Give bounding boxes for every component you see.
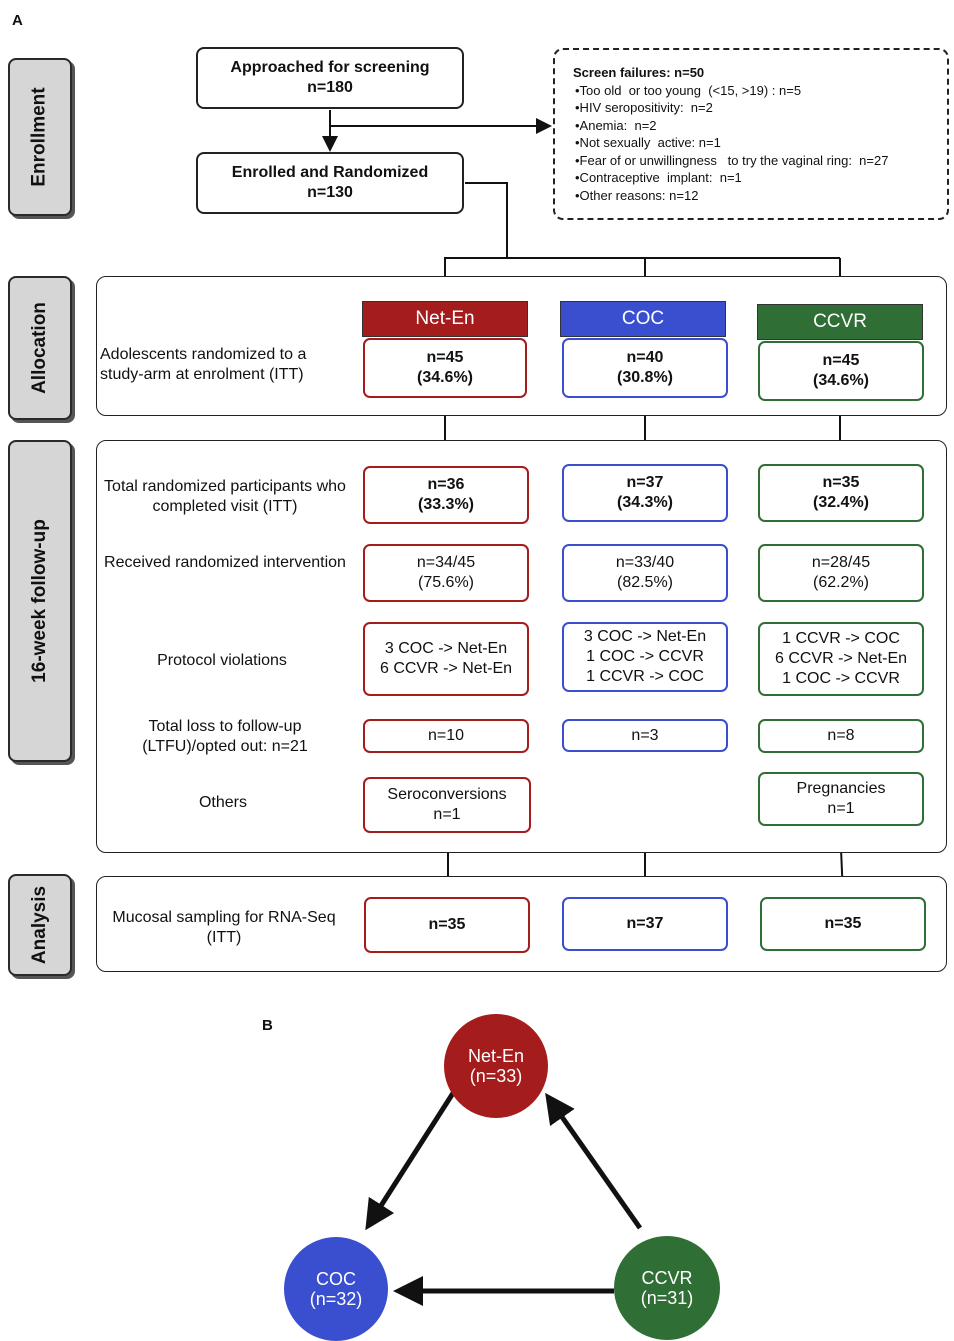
- screen-failure-item: •Other reasons: n=12: [575, 187, 699, 203]
- allocation-coc: n=40(30.8%): [562, 338, 728, 398]
- received-net-en: n=34/45(75.6%): [363, 544, 529, 602]
- arrow-ccvr-to-net-en: [545, 1092, 643, 1230]
- screen-failure-item: •Fear of or unwillingness to try the vag…: [575, 152, 889, 168]
- enrolled-box: Enrolled and Randomized n=130: [196, 152, 464, 214]
- screen-failure-item: •Not sexually active: n=1: [575, 135, 721, 150]
- row-label-others: Others: [198, 794, 247, 811]
- stage-analysis: Analysis: [8, 874, 72, 976]
- arm-header-net-en: Net-En: [362, 301, 528, 337]
- screen-failure-item: •HIV seropositivity: n=2: [575, 100, 713, 115]
- analysis-ccvr: n=35: [760, 897, 926, 951]
- completed-coc: n=37(34.3%): [562, 464, 728, 522]
- completed-ccvr: n=35(32.4%): [758, 464, 924, 522]
- screen-failures-box: Screen failures: n=50 •Too old or too yo…: [553, 48, 949, 220]
- allocation-net-en: n=45(34.6%): [363, 338, 527, 398]
- row-label-allocation: Adolescents randomized to a study-arm at…: [100, 346, 307, 383]
- stage-allocation: Allocation: [8, 276, 72, 420]
- row-label-violations: Protocol violations: [157, 652, 287, 669]
- ltfu-net-en: n=10: [363, 719, 529, 753]
- circle-net-en: Net-En(n=33): [444, 1014, 548, 1118]
- panel-label-b: B: [262, 1017, 273, 1034]
- completed-net-en: n=36(33.3%): [363, 466, 529, 524]
- approached-box: Approached for screening n=180: [196, 47, 464, 109]
- row-label-analysis: Mucosal sampling for RNA-Seq (ITT): [112, 909, 336, 946]
- row-label-completed: Total randomized participants who comple…: [104, 478, 346, 515]
- circle-coc: COC(n=32): [284, 1237, 388, 1341]
- arm-header-coc: COC: [560, 301, 726, 337]
- arrow-net-en-to-coc: [365, 1088, 458, 1231]
- analysis-coc: n=37: [562, 897, 728, 951]
- screen-failure-item: •Too old or too young (<15, >19) : n=5: [575, 82, 802, 98]
- circle-ccvr: CCVR(n=31): [614, 1236, 720, 1340]
- received-ccvr: n=28/45(62.2%): [758, 544, 924, 602]
- ltfu-coc: n=3: [562, 719, 728, 752]
- stage-enrollment: Enrollment: [8, 58, 72, 216]
- row-label-received: Received randomized intervention: [104, 554, 346, 571]
- analysis-net-en: n=35: [364, 897, 530, 953]
- screen-failure-item: •Anemia: n=2: [575, 117, 657, 133]
- row-label-ltfu: Total loss to follow-up (LTFU)/opted out…: [142, 718, 308, 755]
- ltfu-ccvr: n=8: [758, 719, 924, 753]
- received-coc: n=33/40(82.5%): [562, 544, 728, 602]
- allocation-ccvr: n=45(34.6%): [758, 341, 924, 401]
- stage-followup: 16-week follow-up: [8, 440, 72, 762]
- panel-label-a: A: [12, 12, 23, 29]
- screen-failures-title: Screen failures: n=50: [573, 65, 705, 80]
- arm-header-ccvr: CCVR: [757, 304, 923, 340]
- screen-failure-item: •Contraceptive implant: n=1: [575, 170, 742, 185]
